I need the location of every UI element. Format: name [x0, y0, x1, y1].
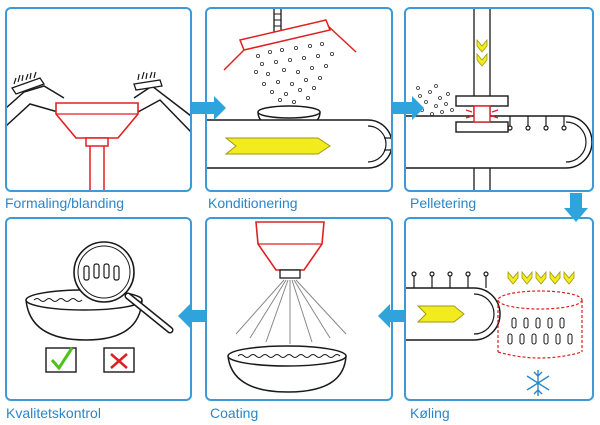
- magnifying-glass-icon: [73, 241, 174, 334]
- panel-formaling: [6, 71, 191, 191]
- arrow-3-to-6: [564, 193, 588, 222]
- panel-kvalitetskontrol: [25, 241, 174, 373]
- panel-pelletering: [405, 8, 593, 191]
- checkmark-icon: [45, 347, 77, 373]
- snowflake-icon: [526, 370, 550, 396]
- arrow-2-to-3: [393, 96, 424, 120]
- panel-koling: [405, 270, 583, 396]
- panel-coating: [227, 221, 347, 393]
- step-label-konditionering: Konditionering: [208, 195, 298, 211]
- arrow-6-to-5: [378, 304, 404, 328]
- step-label-formaling: Formaling/blanding: [5, 195, 125, 211]
- particles: [253, 42, 334, 105]
- step-label-kvalitetskontrol: Kvalitetskontrol: [6, 405, 101, 421]
- arrow-1-to-2: [192, 96, 226, 120]
- step-label-koling: Køling: [410, 405, 450, 421]
- panel-konditionering: [206, 8, 392, 169]
- step-label-pelletering: Pelletering: [410, 195, 477, 211]
- arrow-5-to-4: [178, 304, 205, 328]
- step-label-coating: Coating: [210, 405, 259, 421]
- cross-icon: [103, 347, 135, 373]
